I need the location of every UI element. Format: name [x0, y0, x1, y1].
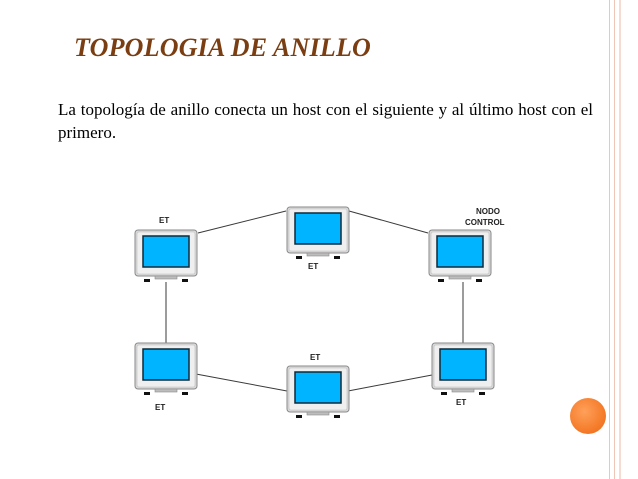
- node-label: ET: [155, 403, 165, 412]
- node-control: NODO CONTROL: [428, 207, 505, 283]
- link-n1-n2: [197, 210, 287, 234]
- node-label: ET: [308, 262, 318, 271]
- node-label: ET: [159, 216, 169, 225]
- slide-body-text: La topología de anillo conecta un host c…: [58, 100, 593, 142]
- node-et-top-left: ET: [134, 216, 198, 283]
- link-n6-n5: [347, 374, 433, 392]
- link-n2-n3: [348, 210, 429, 234]
- link-n5-n4: [195, 373, 288, 392]
- decorative-rule: [609, 0, 610, 479]
- slide-title: TOPOLOGIA DE ANILLO: [74, 33, 372, 62]
- node-et-bottom-center: ET: [286, 353, 350, 419]
- node-et-top-center: ET: [286, 206, 350, 271]
- node-label: ET: [456, 398, 466, 407]
- node-label: ET: [310, 353, 320, 362]
- ring-connections: [165, 210, 464, 392]
- node-label-line1: NODO: [476, 207, 500, 216]
- node-et-bottom-right: ET: [431, 342, 495, 407]
- decorative-rule: [619, 0, 621, 479]
- decorative-rule: [614, 0, 615, 479]
- decorative-orange-circle: [570, 398, 606, 434]
- node-label-line2: CONTROL: [465, 218, 505, 227]
- node-et-bottom-left: ET: [134, 342, 198, 412]
